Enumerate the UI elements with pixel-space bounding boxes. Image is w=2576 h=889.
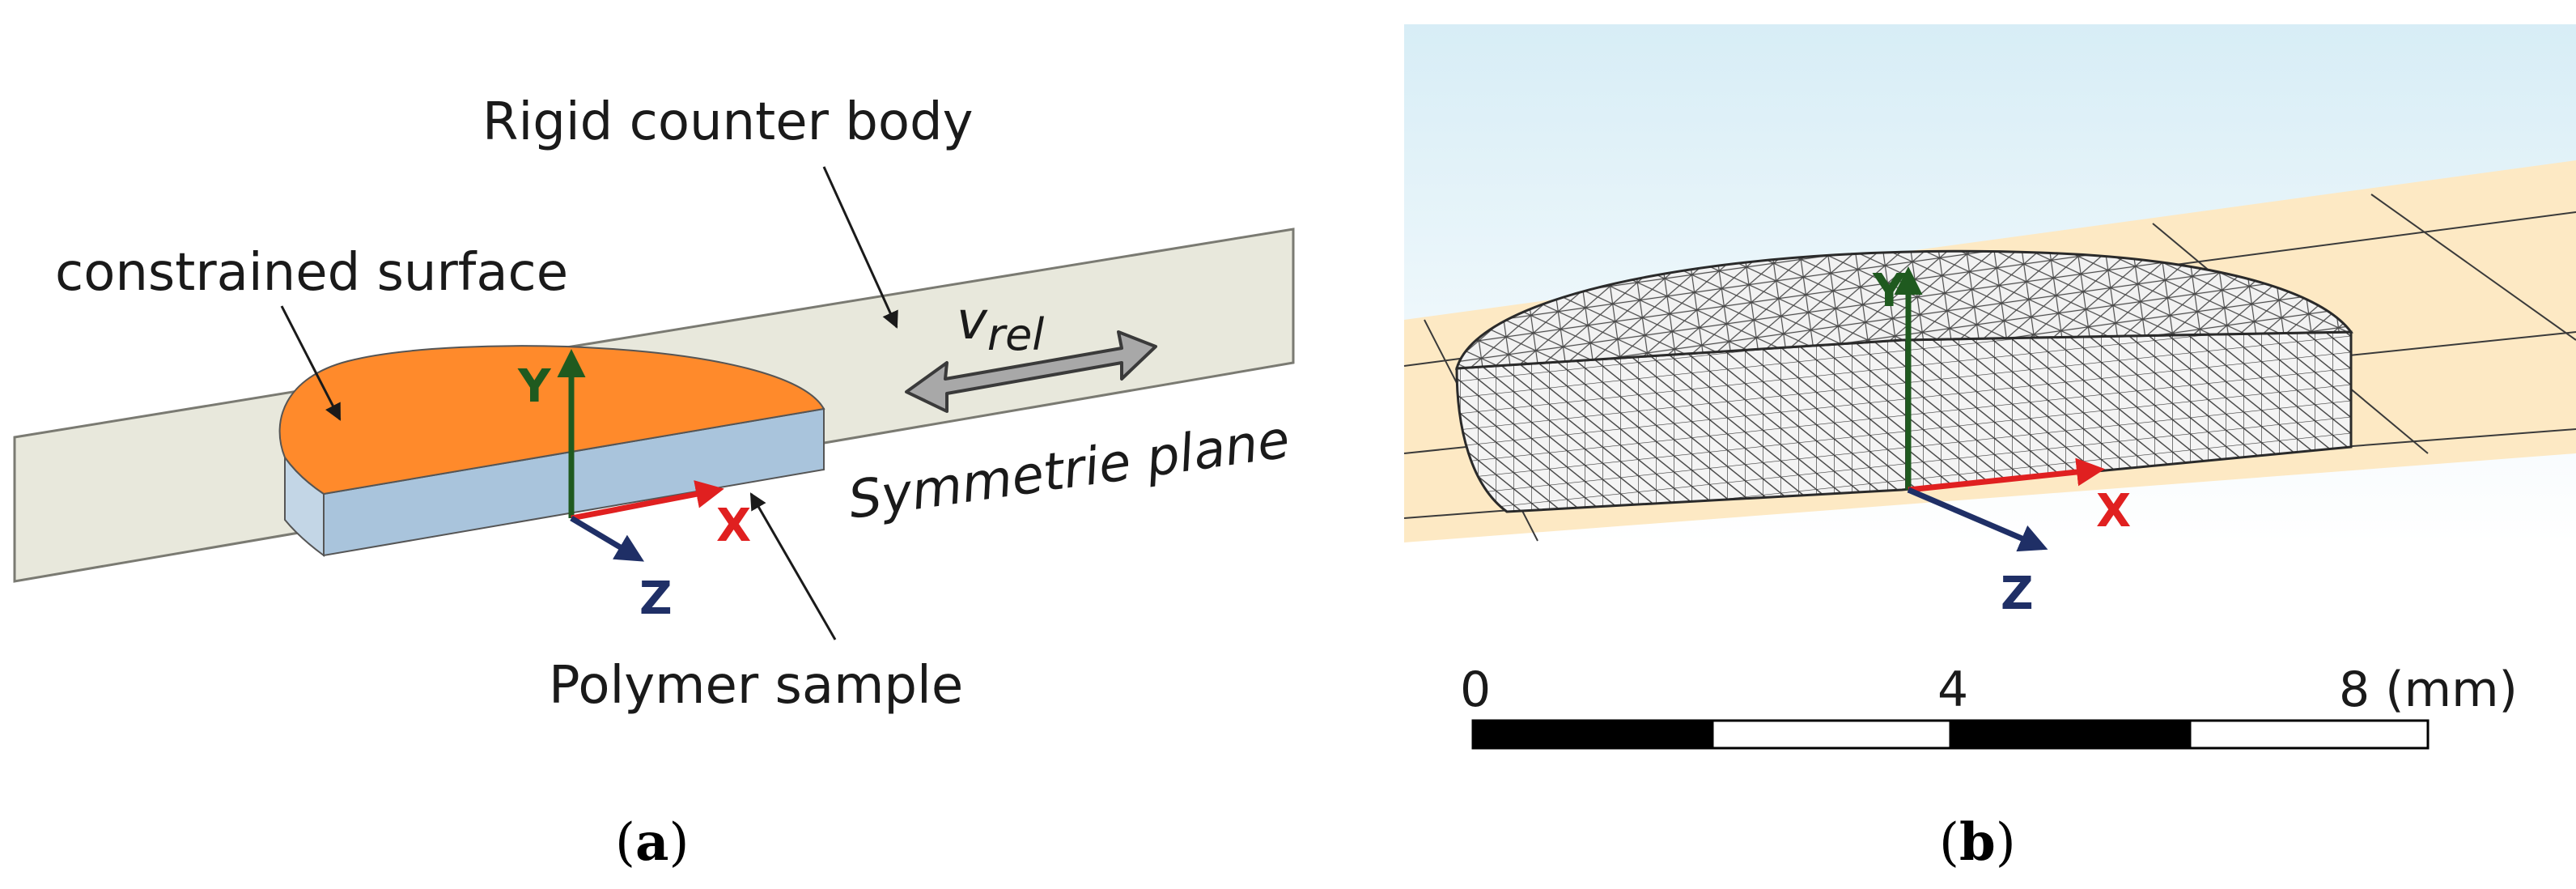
scale-bar-segment-4: [2188, 719, 2430, 750]
rigid-counter-body-label: Rigid counter body: [482, 92, 974, 152]
velocity-symbol: vrel: [957, 291, 1044, 360]
velocity-indicator: vrel: [905, 291, 1157, 413]
z-axis-label: Z: [639, 572, 673, 625]
polymer-sample-label: Polymer sample: [549, 656, 963, 716]
y-axis-label: Y: [517, 360, 552, 413]
scale-label-4: 4: [1937, 661, 1968, 718]
arrow-icon: [749, 492, 837, 640]
arrow-icon: [280, 305, 342, 421]
x-axis-arrow: [571, 480, 724, 521]
caption-b: (b): [1939, 812, 2016, 873]
panel-a: Y X Z vrel Rigid counter body constraine…: [13, 92, 1295, 873]
axes-b: Y X Z: [1872, 265, 2131, 620]
scale-bar: 0 4 8 (mm): [1460, 661, 2518, 750]
x-axis-label: X: [2096, 485, 2131, 538]
axes-a: Y X Z: [517, 349, 751, 625]
mesh-top-face: [1454, 249, 2353, 370]
scale-bar-segment-3: [1949, 719, 2192, 750]
z-axis-label: Z: [2001, 568, 2034, 620]
scale-label-0: 0: [1460, 661, 1491, 718]
z-axis-arrow: [570, 515, 645, 562]
x-axis-arrow: [1908, 457, 2105, 493]
double-headed-arrow-icon: [905, 330, 1157, 413]
y-axis-label: Y: [1872, 265, 1907, 317]
x-axis-label: X: [716, 500, 751, 552]
scale-bar-segment-2: [1711, 719, 1952, 750]
constrained-surface-label: constrained surface: [55, 243, 568, 303]
arrow-icon: [822, 166, 898, 329]
scale-bar-segment-1: [1471, 719, 1714, 750]
caption-a: (a): [615, 812, 689, 873]
meshed-sample: [1454, 249, 2353, 513]
sample-top-face: [278, 345, 825, 496]
scale-label-8mm: 8 (mm): [2339, 661, 2518, 718]
panel-b: Y X Z 0 4 8 (mm) (b): [1403, 24, 2576, 873]
z-axis-arrow: [1907, 487, 2048, 552]
